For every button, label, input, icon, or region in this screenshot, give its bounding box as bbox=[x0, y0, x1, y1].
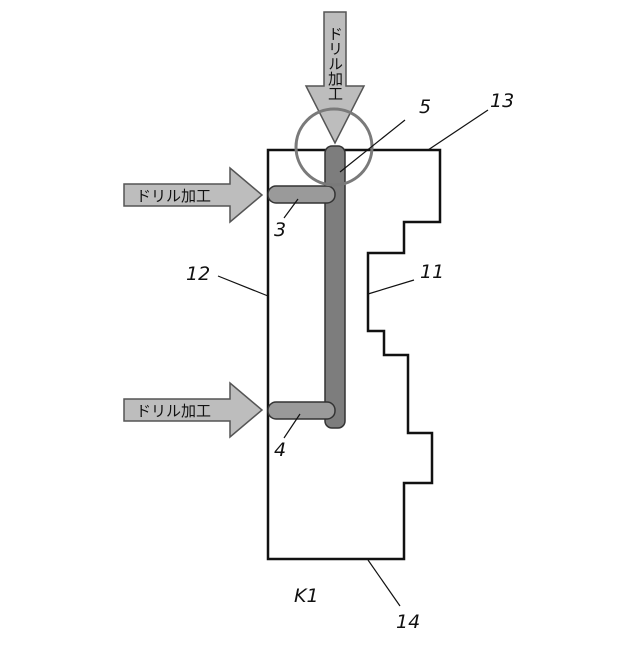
body-k1-outline bbox=[268, 150, 440, 559]
ref-numeral-5: 5 bbox=[419, 96, 431, 118]
ref-numeral-3: 3 bbox=[274, 219, 286, 241]
horizontal-bore-3 bbox=[268, 186, 335, 203]
ref-numeral-13: 13 bbox=[490, 90, 514, 112]
leader-line-12 bbox=[218, 276, 268, 296]
ref-numeral-11: 11 bbox=[420, 261, 444, 283]
lower-drill-arrow-label: ドリル加工 bbox=[136, 402, 211, 420]
horizontal-bore-4 bbox=[268, 402, 335, 419]
top-drill-arrow-label: ドリル加工 bbox=[326, 26, 344, 101]
ref-numeral-4: 4 bbox=[274, 439, 286, 461]
ref-numeral-k1: K1 bbox=[294, 585, 319, 607]
leader-line-14 bbox=[368, 560, 400, 606]
leader-line-11 bbox=[368, 280, 414, 294]
ref-numeral-14: 14 bbox=[396, 611, 420, 633]
leader-line-13 bbox=[428, 110, 488, 150]
ref-numeral-12: 12 bbox=[186, 263, 210, 285]
upper-drill-arrow-label: ドリル加工 bbox=[136, 187, 211, 205]
